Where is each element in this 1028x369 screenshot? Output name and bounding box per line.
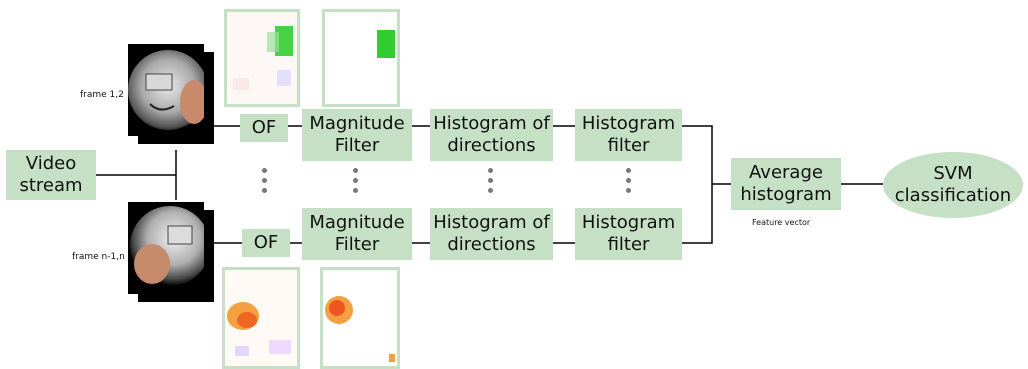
svm-classification-node: SVM classification <box>883 152 1023 218</box>
ellipsis-dots <box>626 168 632 198</box>
histogram-directions-node-bottom: Histogram of directions <box>430 208 553 260</box>
fisheye-frame-image <box>128 44 204 136</box>
fisheye-frame-image <box>128 202 204 294</box>
histogram-filter-node-top: Histogram filter <box>575 109 682 161</box>
ellipsis-dots <box>353 168 359 198</box>
frame-label-top: frame 1,2 <box>80 90 124 100</box>
flow-thumbnail-top-raw <box>224 9 300 107</box>
flow-thumbnail-bottom-raw <box>222 267 300 369</box>
frame-stack-bottom <box>128 202 218 310</box>
video-stream-node: Video stream <box>6 150 96 200</box>
ellipsis-dots <box>262 168 268 198</box>
flow-thumbnail-top-filtered <box>322 9 400 107</box>
histogram-directions-node-top: Histogram of directions <box>430 109 553 161</box>
feature-vector-label: Feature vector <box>752 218 811 227</box>
frame-stack-top <box>128 44 218 152</box>
optical-flow-node-bottom: OF <box>242 229 290 257</box>
histogram-filter-node-bottom: Histogram filter <box>575 208 682 260</box>
magnitude-filter-node-bottom: Magnitude Filter <box>302 208 412 260</box>
magnitude-filter-node-top: Magnitude Filter <box>302 109 412 161</box>
flow-thumbnail-bottom-filtered <box>320 267 400 369</box>
ellipsis-dots <box>488 168 494 198</box>
frame-label-bottom: frame n-1,n <box>72 252 125 262</box>
average-histogram-node: Average histogram <box>731 158 841 210</box>
optical-flow-node-top: OF <box>240 114 288 142</box>
